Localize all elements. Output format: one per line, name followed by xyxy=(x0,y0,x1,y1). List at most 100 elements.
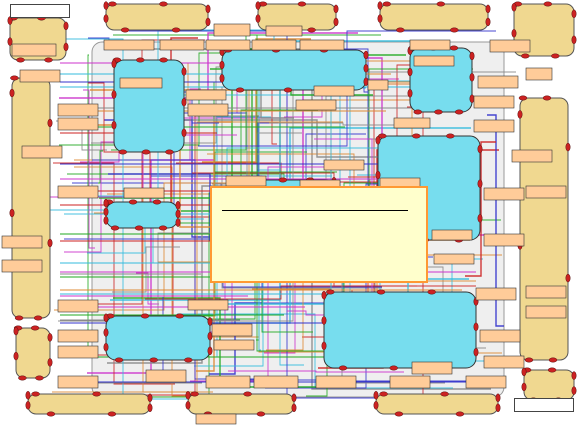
block-1-pin xyxy=(181,97,187,107)
label-box-45 xyxy=(431,229,473,241)
label-box-6 xyxy=(57,185,99,199)
block-3-pin xyxy=(407,67,413,77)
io-pad-1-pin xyxy=(205,17,211,27)
block-4-pin xyxy=(103,207,109,217)
block-1-pin xyxy=(165,149,174,155)
io-pad-12-pin xyxy=(571,371,577,380)
wire xyxy=(202,38,311,163)
io-pad-5-pin xyxy=(14,315,24,321)
io-pad-8-pin xyxy=(185,391,191,400)
block-1-pin xyxy=(136,57,145,63)
wire xyxy=(487,114,504,327)
io-pad-10-pin xyxy=(511,29,517,38)
label-box-25 xyxy=(323,159,365,171)
io-pad-8-pin xyxy=(291,393,297,403)
io-pad-5-pin xyxy=(47,118,53,128)
block-1-pin xyxy=(141,149,151,155)
io-pad-6 xyxy=(15,327,51,379)
block-1-pin xyxy=(159,57,168,63)
block-8-pin xyxy=(278,177,288,183)
io-pad-3 xyxy=(379,3,489,31)
label-box-29 xyxy=(187,299,229,311)
block-7-pin xyxy=(321,290,327,300)
label-box-17 xyxy=(299,39,345,51)
label-box-54 xyxy=(525,67,553,81)
block-1-pin xyxy=(111,59,117,69)
label-box-56 xyxy=(409,39,451,51)
io-pad-5-pin xyxy=(47,238,53,248)
io-pad-10-pin xyxy=(571,35,577,45)
block-3-pin xyxy=(454,109,464,115)
label-box-21 xyxy=(313,85,355,97)
block-2-pin xyxy=(363,50,369,60)
block-1 xyxy=(113,59,185,153)
block-6-pin xyxy=(207,331,213,341)
block-4-pin xyxy=(103,198,109,208)
io-pad-9-pin xyxy=(373,401,379,410)
label-box-7 xyxy=(1,235,43,249)
io-pad-4-pin xyxy=(44,57,53,63)
wire xyxy=(88,82,119,153)
label-box-24 xyxy=(265,25,303,37)
block-6-pin xyxy=(149,357,158,363)
label-box-28 xyxy=(123,187,165,199)
block-4-pin xyxy=(175,218,181,227)
block-2 xyxy=(221,49,367,91)
label-box-49 xyxy=(525,185,567,199)
io-pad-6-pin xyxy=(13,351,19,361)
info-panel-rule xyxy=(222,210,408,211)
label-box-30 xyxy=(211,323,253,337)
io-pad-8-pin xyxy=(291,403,297,413)
block-5-pin xyxy=(477,179,483,188)
info-panel xyxy=(210,186,428,283)
block-2-pin xyxy=(235,87,245,93)
block-1-pin xyxy=(111,90,117,99)
block-3-pin xyxy=(413,109,423,115)
corner-box-top-left xyxy=(10,4,70,18)
label-box-5 xyxy=(21,145,63,159)
block-5-pin xyxy=(378,133,387,139)
block-7 xyxy=(323,291,477,369)
io-pad-7-pin xyxy=(25,401,31,410)
io-pad-11-pin xyxy=(518,95,528,101)
block-5-pin xyxy=(477,144,483,154)
block-7-pin xyxy=(321,341,327,351)
io-pad-1-pin xyxy=(159,1,168,7)
io-pad-10-pin xyxy=(551,53,560,59)
label-box-52 xyxy=(473,95,515,109)
wire xyxy=(164,109,318,224)
block-4-pin xyxy=(110,225,120,231)
block-1-pin xyxy=(111,120,117,130)
block-3-pin xyxy=(449,45,459,51)
label-box-51 xyxy=(473,119,515,133)
label-box-38 xyxy=(411,361,453,375)
label-layer xyxy=(1,23,567,425)
block-4-pin xyxy=(103,216,109,225)
label-box-16 xyxy=(251,39,297,51)
block-4-pin xyxy=(175,201,181,210)
io-pad-2-pin xyxy=(255,14,261,23)
io-pad-3-pin xyxy=(450,27,459,33)
label-box-18 xyxy=(119,77,163,89)
block-7-pin xyxy=(321,316,327,325)
block-5-pin xyxy=(375,170,381,180)
block-3-pin xyxy=(469,73,475,82)
label-box-10 xyxy=(57,329,99,343)
io-pad-8 xyxy=(187,393,295,415)
block-7-pin xyxy=(473,322,479,332)
label-box-36 xyxy=(195,413,237,425)
wire xyxy=(287,310,324,316)
io-pad-7-pin xyxy=(147,393,153,403)
block-3-pin xyxy=(434,109,443,115)
io-pad-1-pin xyxy=(205,4,211,14)
block-6-pin xyxy=(207,346,213,356)
label-box-48 xyxy=(483,187,525,201)
io-pad-9 xyxy=(375,393,499,415)
block-6-pin xyxy=(175,313,184,319)
io-pad-7-pin xyxy=(25,391,31,400)
io-pad-10-pin xyxy=(543,1,553,7)
io-pad-7 xyxy=(27,393,151,415)
io-pad-6-pin xyxy=(30,325,40,331)
io-pad-9-pin xyxy=(373,391,379,400)
